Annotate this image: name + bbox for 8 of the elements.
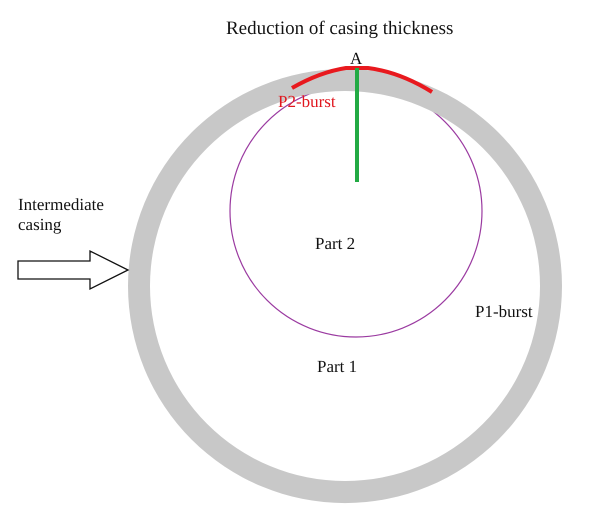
casing-ring [128, 69, 562, 503]
heading-text: Reduction of casing thickness [226, 19, 454, 39]
burst-label: P1-burst [475, 302, 533, 322]
callout-text: Intermediate casing [18, 195, 113, 283]
block-arrow [17, 250, 130, 290]
point-label: A [350, 49, 362, 69]
region-label: Part 2 [315, 234, 356, 254]
region-label: Part 1 [317, 357, 358, 377]
